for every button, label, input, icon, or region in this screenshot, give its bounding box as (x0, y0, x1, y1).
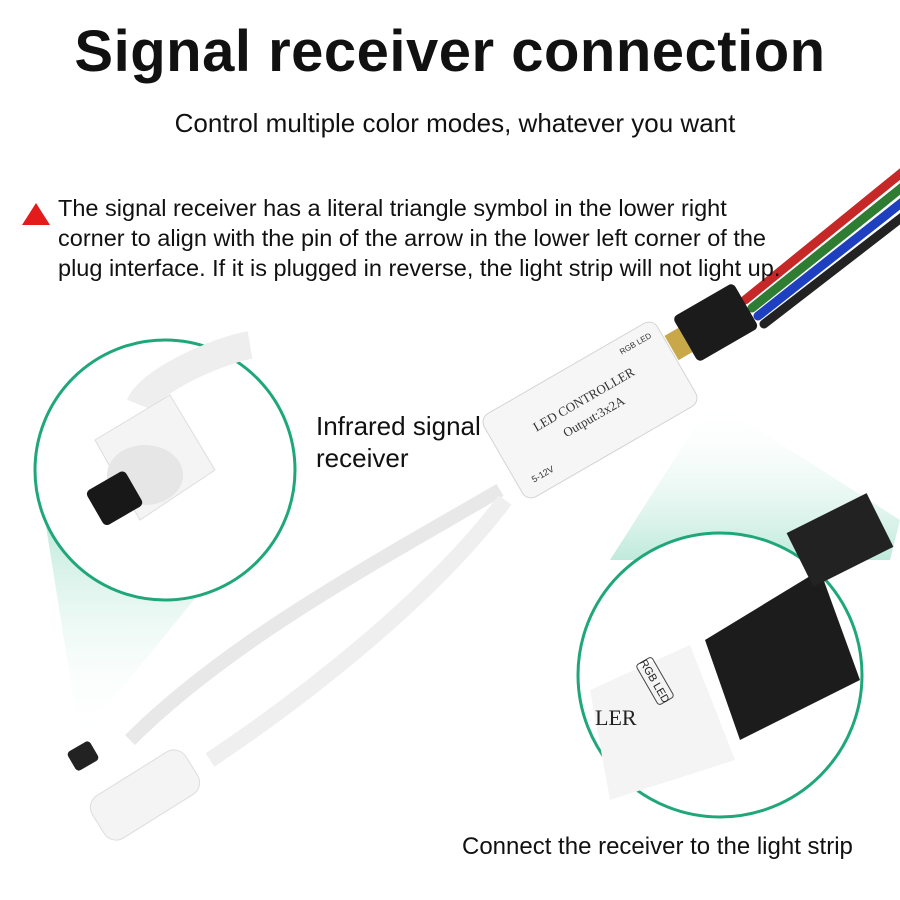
connect-caption: Connect the receiver to the light strip (462, 833, 853, 860)
zoom-partial-text: LER (595, 705, 637, 730)
alignment-note: The signal receiver has a literal triang… (58, 195, 781, 281)
page-subtitle: Control multiple color modes, whatever y… (174, 108, 736, 138)
ir-label-line2: receiver (316, 443, 409, 473)
page-title: Signal receiver connection (74, 19, 826, 84)
rgb-wires (740, 168, 900, 329)
red-triangle-icon (22, 203, 50, 225)
rgb-connector (664, 284, 758, 361)
ir-receiver-tip (67, 741, 99, 771)
ir-cable (125, 483, 504, 745)
led-controller: LED CONTROLLER Output:3x2A 5-12V RGB LED (482, 321, 698, 499)
zoom-circle-ir (33, 331, 297, 602)
zoom-circle-connector: RGB LED LER (576, 493, 894, 819)
ir-receiver-label: Infrared signal receiver (316, 410, 481, 474)
dc-female-jack (89, 749, 201, 841)
power-cable (205, 495, 512, 767)
ir-label-line1: Infrared signal (316, 411, 481, 441)
